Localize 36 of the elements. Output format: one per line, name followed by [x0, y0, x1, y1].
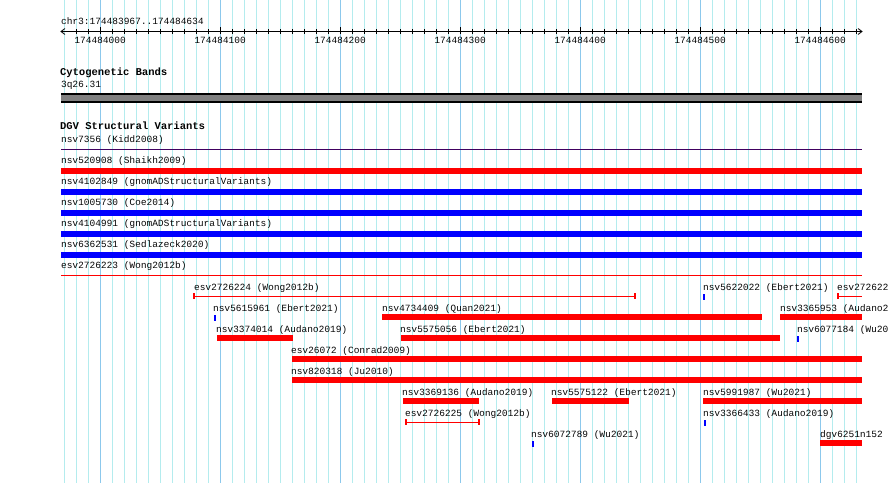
feature-label: nsv820318 (Ju2010)	[291, 366, 394, 377]
track-heading: DGV Structural Variants	[60, 122, 205, 133]
feature-label: esv2726223 (Wong2012b)	[61, 260, 186, 271]
feature-label: nsv3374014 (Audano2019)	[216, 324, 348, 335]
feature-label: nsv5615961 (Ebert2021)	[213, 303, 338, 314]
tick-label: 174484600	[794, 35, 846, 46]
band-label: 3q26.31	[61, 79, 101, 90]
track-heading: Cytogenetic Bands	[60, 68, 168, 79]
feature-label: nsv520908 (Shaikh2009)	[61, 155, 186, 166]
feature-label: nsv1005730 (Coe2014)	[61, 197, 176, 208]
feature-label: nsv7356 (Kidd2008)	[61, 134, 164, 145]
tick-label: 174484100	[194, 35, 246, 46]
feature-label: esv26072 (Conrad2009)	[291, 345, 411, 356]
feature-label: nsv4102849 (gnomADStructuralVariants)	[61, 176, 272, 187]
feature-label: esv2726224 (Wong2012b)	[194, 282, 320, 293]
tick-label: 174484200	[314, 35, 366, 46]
feature-label: nsv5622022 (Ebert2021)	[703, 282, 828, 293]
feature-label: nsv6077184 (Wu20	[797, 324, 888, 335]
tick-label: 174484400	[554, 35, 606, 46]
feature-label: esv2726225 (Wong2012b)	[405, 408, 530, 419]
locus-label: chr3:174483967..174484634	[61, 16, 204, 27]
feature-label: nsv3369136 (Audano2019)	[402, 387, 534, 398]
feature-label: nsv6362531 (Sedlazeck2020)	[61, 239, 210, 250]
tick-label: 174484000	[74, 35, 126, 46]
feature-label: dgv6251n152	[820, 429, 883, 440]
feature-label: nsv6072789 (Wu2021)	[531, 429, 640, 440]
feature-label: nsv3365953 (Audano2	[780, 303, 888, 314]
feature-label: nsv4734409 (Quan2021)	[382, 303, 502, 314]
tick-label: 174484500	[674, 35, 726, 46]
feature-label: nsv5575056 (Ebert2021)	[400, 324, 526, 335]
feature-label: nsv5991987 (Wu2021)	[703, 387, 812, 398]
feature-label: esv272622	[837, 282, 888, 293]
feature-label: nsv4104991 (gnomADStructuralVariants)	[61, 218, 272, 229]
tick-label: 174484300	[434, 35, 486, 46]
feature-label: nsv3366433 (Audano2019)	[703, 408, 834, 419]
feature-label: nsv5575122 (Ebert2021)	[551, 387, 676, 398]
